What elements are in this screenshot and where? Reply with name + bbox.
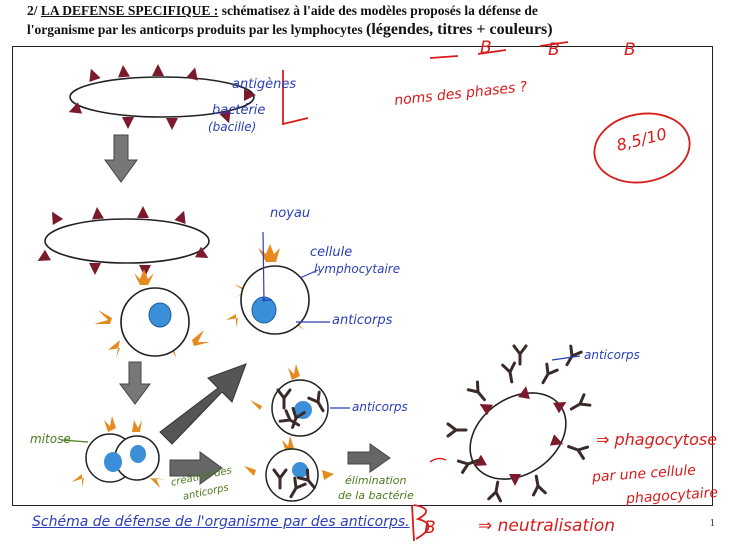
label-cellule: cellule	[310, 245, 353, 260]
lymphocyte-2	[226, 231, 330, 335]
label-anticorps-3: anticorps	[584, 348, 640, 362]
teacher-b-3: B	[624, 40, 636, 60]
arrow-right-1	[169, 451, 223, 485]
label-lymphocytaire: lymphocytaire	[314, 262, 401, 276]
page-number: 1	[709, 517, 716, 529]
teacher-b-2: B	[548, 40, 560, 60]
arrow-diagonal	[159, 363, 247, 445]
mitosis-cells	[61, 416, 166, 488]
label-antigenes: antigènes	[232, 77, 297, 92]
exercise-header: 2/ LA DEFENSE SPECIFIQUE : schématisez à…	[27, 2, 717, 38]
label-mitose: mitose	[30, 432, 71, 446]
neutralized-bacterium	[429, 344, 592, 503]
drawing-frame	[12, 46, 713, 506]
antibody-cell-2	[244, 436, 334, 502]
label-bacille: (bacille)	[208, 120, 257, 134]
label-phagocytose-1: ⇒ phagocytose	[596, 430, 718, 449]
arrow-down-1	[104, 134, 138, 183]
label-neutralisation: ⇒ neutralisation	[478, 516, 616, 536]
exercise-title: LA DEFENSE SPECIFIQUE :	[40, 3, 219, 18]
bacterium-1	[66, 64, 256, 130]
label-noyau: noyau	[270, 206, 311, 221]
teacher-annotations	[282, 41, 691, 542]
instruction-bracket: (légendes, titres + couleurs)	[366, 21, 553, 38]
teacher-b-4: B	[424, 518, 436, 538]
bacterium-2	[34, 206, 212, 277]
arrow-down-2	[119, 361, 151, 405]
lymphocyte-1	[94, 269, 210, 358]
label-anticorps-1: anticorps	[332, 313, 393, 328]
teacher-b-1: B	[480, 38, 492, 58]
instruction-line-1: schématisez à l'aide des modèles proposé…	[221, 3, 538, 18]
label-bacterie: bactérie	[212, 103, 266, 118]
label-anticorps-2: anticorps	[352, 400, 408, 414]
label-elimination-2: de la bactérie	[338, 489, 414, 502]
label-elimination-1: élimination	[345, 474, 407, 487]
arrow-right-2	[347, 443, 391, 473]
diagram-title: Schéma de défense de l'organisme par des…	[32, 514, 410, 530]
instruction-line-2: l'organisme par les anticorps produits p…	[27, 22, 363, 37]
antibody-cell-1	[250, 364, 350, 437]
exercise-number: 2/	[27, 3, 38, 18]
